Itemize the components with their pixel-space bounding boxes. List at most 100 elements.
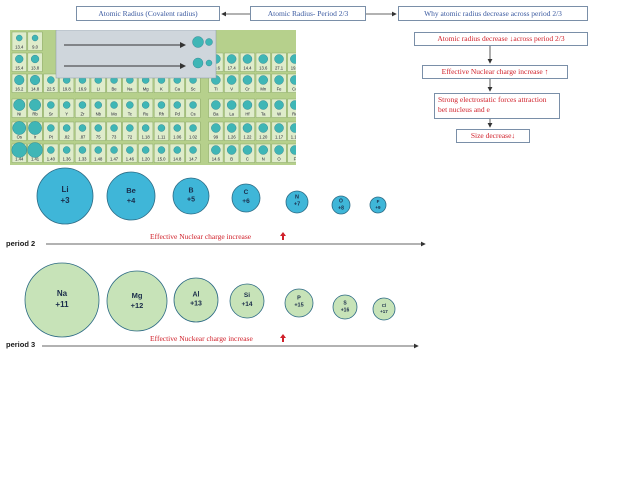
period3-atom-p: [284, 288, 314, 318]
pt-cell-text: 1.36: [63, 157, 72, 162]
pt-atom: [258, 100, 268, 110]
pt-cell-text: O: [277, 157, 281, 162]
pt-cell-text: Pd: [175, 112, 181, 117]
period-radius-box: Atomic Radius- Period 2/3: [250, 6, 366, 21]
pt-trend-band: [55, 29, 217, 79]
pt-atom: [205, 38, 213, 46]
atom-charge: +6: [242, 198, 250, 205]
pt-cell-text: 14.8: [31, 87, 40, 92]
period2-label: period 2: [6, 239, 36, 248]
period2-atom-label-n: N+7: [294, 195, 300, 210]
period3-atom-s: [332, 294, 358, 320]
pt-cell-text: Os: [17, 135, 22, 140]
pt-cell-text: Hf: [245, 112, 250, 117]
pt-atom: [14, 75, 25, 86]
period2-atom-label-li: Li+3: [60, 185, 69, 207]
flow-text-2: Effective Nuclear charge increase ↑: [441, 67, 549, 76]
pt-cell-text: 16.9: [78, 87, 87, 92]
pt-atom: [157, 146, 166, 154]
pt-atom: [189, 124, 197, 132]
pt-atom: [16, 34, 23, 42]
pt-atom: [94, 146, 102, 154]
pt-atom: [242, 145, 253, 155]
pt-atom: [173, 101, 181, 109]
period2-atom-label-be: Be+4: [126, 186, 136, 206]
pt-atom: [31, 34, 39, 42]
pt-cell-text: 73: [112, 135, 117, 140]
pt-cell-text: .87: [80, 135, 86, 140]
pt-atom: [189, 146, 197, 154]
pt-atom: [15, 54, 24, 64]
pt-atom: [258, 54, 268, 64]
pt-atom: [192, 57, 204, 69]
pt-cell-text: 1.47: [110, 157, 119, 162]
atom-symbol: Si: [243, 292, 251, 300]
pt-atom: [141, 146, 150, 154]
atom-symbol: Mg: [131, 290, 143, 300]
atomic-radius-text: Atomic Radius (Covalent radius): [98, 8, 198, 18]
pt-cell-text: 75: [96, 135, 101, 140]
pt-atom: [47, 146, 55, 154]
pt-atom: [78, 101, 87, 109]
pt-cell-text: 1.33: [78, 157, 87, 162]
period2-atom-label-o: O+8: [338, 198, 344, 212]
pt-atom: [192, 36, 204, 48]
pt-cell-text: Rb: [32, 112, 38, 117]
pt-cell-text: Ca: [175, 87, 181, 92]
period2-atom-label-b: B+5: [187, 187, 195, 206]
atom-charge: +16: [340, 307, 350, 313]
pt-cell-text: Y: [65, 112, 68, 117]
period3-atom-label-s: S+16: [341, 300, 349, 314]
atom-symbol: Be: [126, 185, 136, 195]
why-radius-box: Why atomic radius decrease across period…: [398, 6, 588, 21]
pt-atom: [226, 54, 237, 64]
pt-cell-text: F: [294, 157, 296, 162]
pt-cell-text: Re: [292, 112, 296, 117]
period3-atom-na: [24, 262, 100, 338]
pt-atom: [47, 101, 55, 109]
pt-trend-head-1: [180, 42, 186, 48]
pt-cell-text: Li: [97, 87, 100, 92]
pt-cell-text: B: [230, 157, 233, 162]
pt-cell-text: Mn: [260, 87, 266, 92]
period3-atom-label-mg: Mg+12: [131, 291, 144, 311]
pt-atom: [110, 101, 118, 109]
pt-cell-text: 1.40: [47, 157, 56, 162]
period3-atom-cl: [372, 297, 396, 321]
pt-cell-text: 1.20: [142, 157, 151, 162]
pt-atom: [242, 54, 253, 64]
period2-atom-be: [106, 171, 156, 221]
pt-cell-text: V: [230, 87, 233, 92]
atomic-radius-box: Atomic Radius (Covalent radius): [76, 6, 220, 21]
pt-atom: [226, 123, 237, 133]
pt-cell: [11, 31, 27, 51]
pt-atom: [274, 100, 284, 110]
pt-cell-text: 1.17: [275, 135, 284, 140]
pt-cell-text: 1.14: [291, 135, 296, 140]
atom-charge: +17: [380, 309, 388, 314]
pt-atom: [62, 101, 71, 109]
pt-cell-text: Mo: [111, 112, 117, 117]
pt-atom: [94, 124, 102, 132]
pt-cell-text: 1.02: [189, 135, 198, 140]
pt-atom: [157, 124, 166, 132]
atom-symbol: Na: [56, 289, 68, 299]
pt-cell-text: 19.2: [291, 66, 296, 71]
period2-up-arrow-icon: [280, 232, 286, 240]
pt-cell-text: 13.6: [259, 66, 268, 71]
pt-cell-text: W: [277, 112, 281, 117]
period2-atom-o: [331, 195, 351, 215]
period2-atom-n: [285, 190, 309, 214]
why-radius-text: Why atomic radius decrease across period…: [424, 8, 562, 18]
period-radius-text: Atomic Radius- Period 2/3: [267, 8, 349, 18]
pt-atom: [141, 124, 150, 132]
pt-cell-text: K: [160, 87, 163, 92]
pt-atom: [126, 101, 134, 109]
pt-atom: [12, 121, 27, 135]
pt-atom: [226, 100, 237, 110]
pt-cell-text: Fe: [277, 87, 283, 92]
period2-atom-f: [369, 196, 387, 214]
pt-cell-text: 1.41: [31, 157, 40, 162]
pt-atom: [30, 75, 41, 86]
